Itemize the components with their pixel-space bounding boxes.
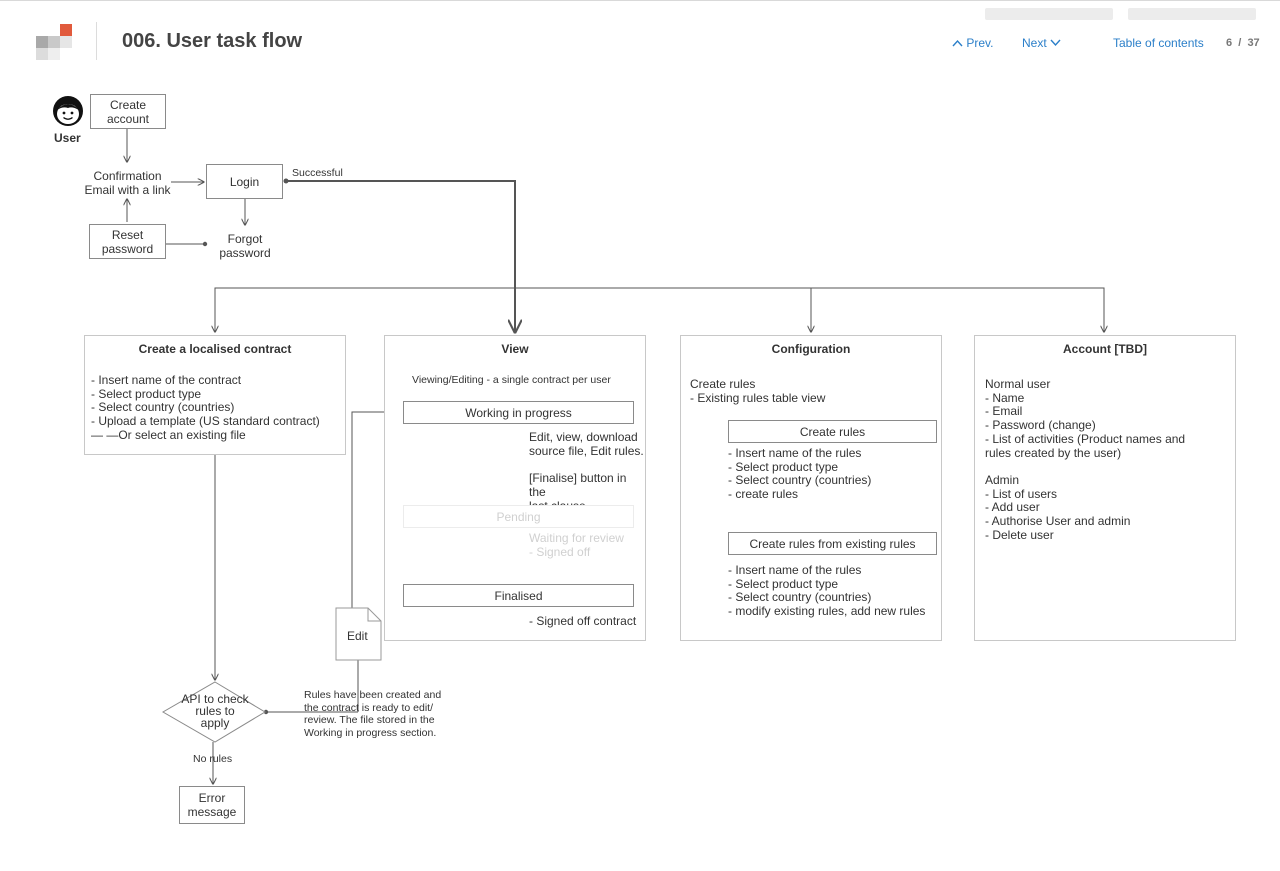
create-account-box: Create account: [90, 94, 166, 129]
login-box: Login: [206, 164, 283, 199]
wip-note: Edit, view, download source file, Edit r…: [529, 430, 644, 512]
no-rules-label: No rules: [193, 753, 233, 765]
table-of-contents-link[interactable]: Table of contents: [1113, 36, 1204, 50]
user-avatar-icon: [52, 95, 84, 127]
user-label: User: [54, 131, 81, 145]
panel-create-list: - Insert name of the contract - Select p…: [91, 373, 320, 442]
reset-password-box: Reset password: [89, 224, 166, 259]
panel-account-list: Normal user - Name - Email - Password (c…: [985, 377, 1186, 542]
page-title: 006. User task flow: [122, 30, 303, 52]
api-check-decision: API to check rules to apply: [181, 692, 249, 730]
status-finalised: Finalised: [403, 584, 634, 607]
panel-create-contract: Create a localised contract - Insert nam…: [84, 335, 346, 455]
status-working-in-progress: Working in progress: [403, 401, 634, 424]
create-rules-list: - Insert name of the rules - Select prod…: [728, 446, 872, 502]
panel-account-title: Account [TBD]: [1063, 342, 1147, 356]
prev-label: Prev.: [966, 36, 994, 50]
next-label: Next: [1022, 36, 1047, 50]
page-separator: /: [1238, 37, 1242, 49]
panel-account: Account [TBD] Normal user - Name - Email…: [974, 335, 1236, 641]
panel-view-subtitle: Viewing/Editing - a single contract per …: [412, 374, 611, 386]
successful-label: Successful: [292, 167, 343, 179]
panel-view-title: View: [501, 342, 529, 356]
confirmation-email-label: Confirmation Email with a link: [84, 169, 171, 197]
page-total: 37: [1247, 37, 1260, 49]
finalised-note: - Signed off contract: [529, 614, 637, 628]
page-current: 6: [1226, 37, 1233, 49]
rules-created-note: Rules have been created and the contract…: [304, 689, 442, 739]
blurred-text: [985, 8, 1113, 20]
panel-create-title: Create a localised contract: [138, 342, 292, 356]
status-pending: Pending: [403, 505, 634, 528]
create-rules-box: Create rules: [728, 420, 937, 443]
panel-view: View Viewing/Editing - a single contract…: [384, 335, 646, 641]
brand-logo: [36, 24, 76, 60]
create-rules-from-existing-list: - Insert name of the rules - Select prod…: [728, 563, 926, 619]
create-rules-from-existing-box: Create rules from existing rules: [728, 532, 937, 555]
panel-config-title: Configuration: [771, 342, 851, 356]
panel-config-intro: Create rules - Existing rules table view: [690, 377, 826, 405]
chevron-down-icon: [1050, 39, 1061, 47]
page-indicator: 6 / 37: [1226, 37, 1260, 49]
header-divider: [96, 22, 97, 60]
error-message-box: Error message: [179, 786, 245, 824]
pending-note: Waiting for review - Signed off: [529, 531, 624, 559]
top-border: [0, 0, 1280, 1]
next-link[interactable]: Next: [1022, 36, 1061, 50]
prev-link[interactable]: Prev.: [952, 36, 993, 50]
forgot-password-label: Forgot password: [219, 232, 271, 260]
chevron-up-icon: [952, 39, 963, 47]
panel-configuration: Configuration Create rules - Existing ru…: [680, 335, 942, 641]
blurred-text: [1128, 8, 1256, 20]
edit-document-label: Edit: [347, 629, 368, 643]
